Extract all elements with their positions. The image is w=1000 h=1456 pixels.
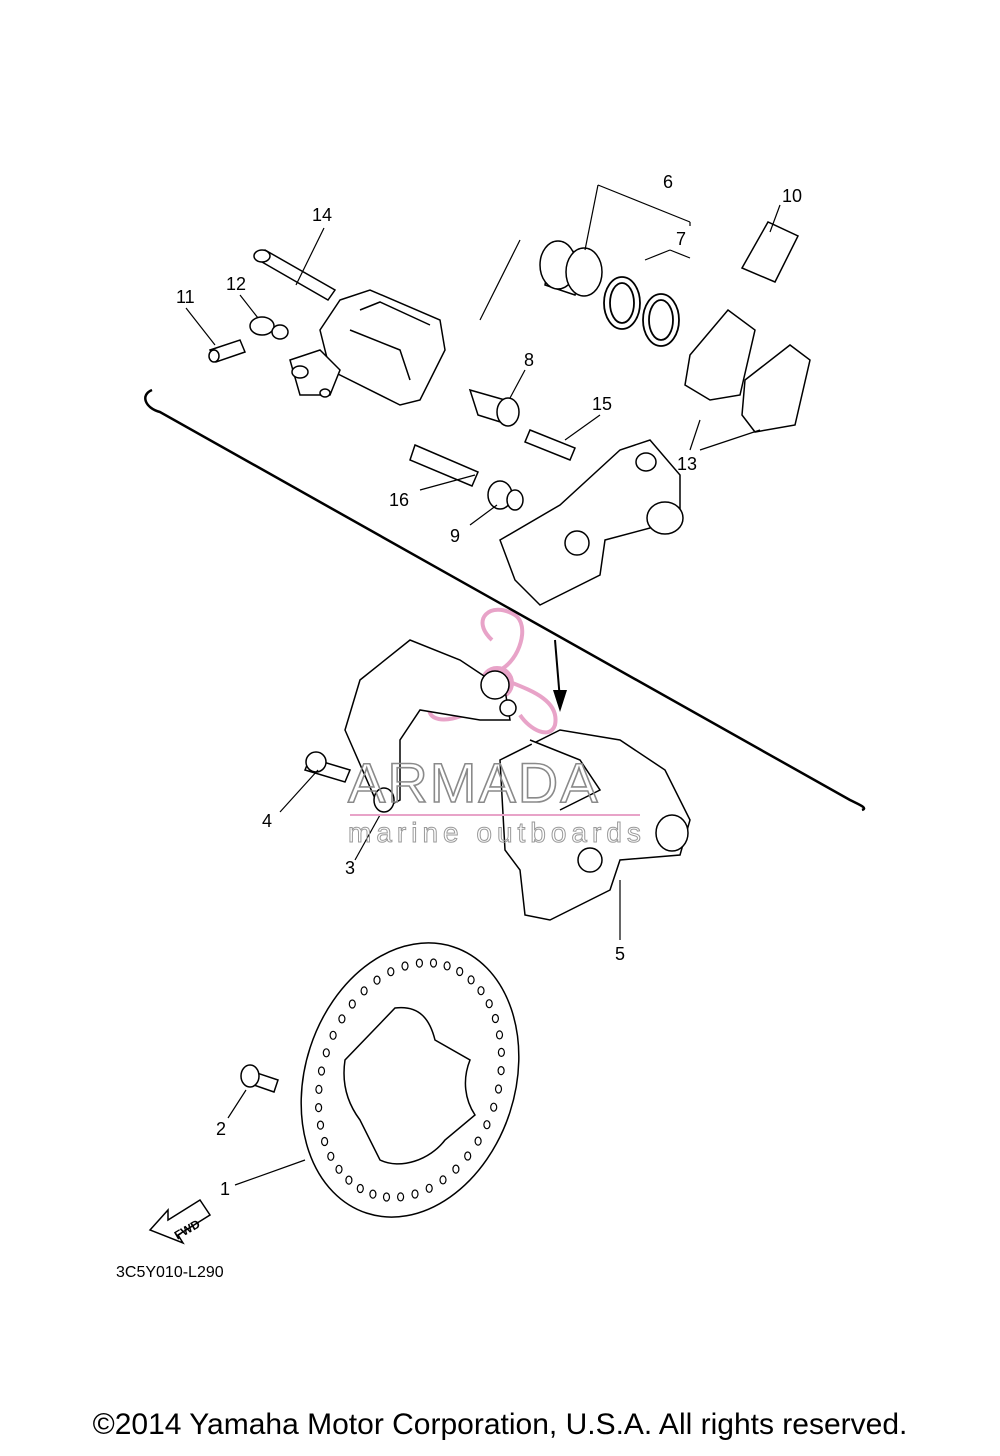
bleed-screw-cap	[249, 316, 289, 340]
disc-hole	[491, 1013, 499, 1024]
bracket-bolt	[303, 751, 352, 783]
disc-hole	[483, 1120, 491, 1130]
disc-hole	[321, 1136, 329, 1147]
disc-hole	[452, 1164, 460, 1174]
callout-9: 9	[450, 526, 460, 546]
watermark-title: ARMADA	[348, 751, 600, 814]
callout-10: 10	[782, 186, 802, 206]
disc-hole	[329, 1030, 337, 1040]
slide-pin	[524, 429, 576, 461]
disc-hole	[439, 1175, 447, 1185]
disc-hole	[456, 966, 464, 977]
disc-hole	[345, 1175, 353, 1185]
callout-14: 14	[312, 205, 332, 225]
caliper-assembly-lower	[344, 639, 691, 921]
disc-hole	[382, 1192, 391, 1202]
brake-pads	[684, 308, 811, 433]
disc-hole	[360, 986, 368, 996]
leader-lines	[185, 184, 781, 1186]
piston	[539, 240, 603, 297]
disc-hole	[322, 1048, 330, 1058]
disc-hole	[397, 1192, 405, 1202]
disc-hole	[387, 967, 395, 977]
diagram-code: 3C5Y010-L290	[116, 1264, 224, 1281]
disc-hole	[495, 1030, 504, 1040]
callout-3: 3	[345, 858, 355, 878]
disc-hole	[356, 1183, 364, 1194]
callout-5: 5	[615, 944, 625, 964]
callout-12: 12	[226, 274, 246, 294]
disc-hole	[477, 986, 485, 996]
disc-hole	[464, 1151, 472, 1161]
pin-boot-lower	[487, 480, 524, 511]
caliper-pin-bolt	[253, 249, 337, 301]
disc-hole	[429, 958, 438, 968]
disc-hole	[425, 1183, 433, 1193]
disc-hole	[338, 1014, 346, 1024]
caliper-body-upper	[289, 289, 446, 406]
disc-hole	[315, 1102, 323, 1113]
bleed-screw	[208, 339, 246, 363]
disc-hole	[348, 999, 356, 1009]
callout-16: 16	[389, 490, 409, 510]
disc-hole	[497, 1065, 505, 1076]
disc-hole	[467, 975, 475, 985]
disc-hole	[474, 1136, 482, 1146]
callout-6: 6	[663, 172, 673, 192]
pin-boot	[468, 388, 520, 427]
disc-hole	[443, 961, 451, 971]
callout-7: 7	[676, 229, 686, 249]
piston-seals	[603, 276, 680, 347]
copyright-footer: ©2014 Yamaha Motor Corporation, U.S.A. A…	[92, 1408, 908, 1441]
watermark-subtitle: marine outboards	[348, 817, 646, 848]
callout-8: 8	[524, 350, 534, 370]
disc-hole	[485, 999, 493, 1009]
callout-11: 11	[176, 287, 195, 307]
disc-hole	[494, 1084, 503, 1094]
disc-hole	[317, 1066, 326, 1076]
pad-spring	[740, 221, 800, 283]
disc-hole	[315, 1084, 323, 1095]
washer	[373, 787, 395, 813]
disc-hole	[335, 1164, 343, 1174]
disc-hole	[316, 1120, 325, 1130]
assembly-arrow-head	[553, 690, 567, 712]
disc-hole	[369, 1189, 377, 1199]
callout-4: 4	[262, 811, 272, 831]
callout-15: 15	[592, 394, 612, 414]
forward-arrow-icon: FWD	[148, 1198, 212, 1245]
callout-2: 2	[216, 1119, 226, 1139]
callout-1: 1	[220, 1179, 230, 1199]
caliper-bracket-upper	[499, 439, 684, 606]
disc-hole	[327, 1151, 335, 1161]
disc-hole	[401, 961, 409, 971]
disc-hole	[415, 958, 423, 968]
brake-disc	[300, 942, 520, 1218]
disc-bolt	[240, 1064, 279, 1093]
disc-hole	[373, 975, 381, 985]
callout-13: 13	[677, 454, 697, 474]
disc-holes	[315, 958, 505, 1202]
disc-hole	[411, 1189, 419, 1199]
assembly-divider-line	[144, 388, 866, 812]
disc-hole	[490, 1102, 498, 1112]
disc-hole	[497, 1047, 505, 1058]
slide-pin-lower	[409, 443, 479, 487]
